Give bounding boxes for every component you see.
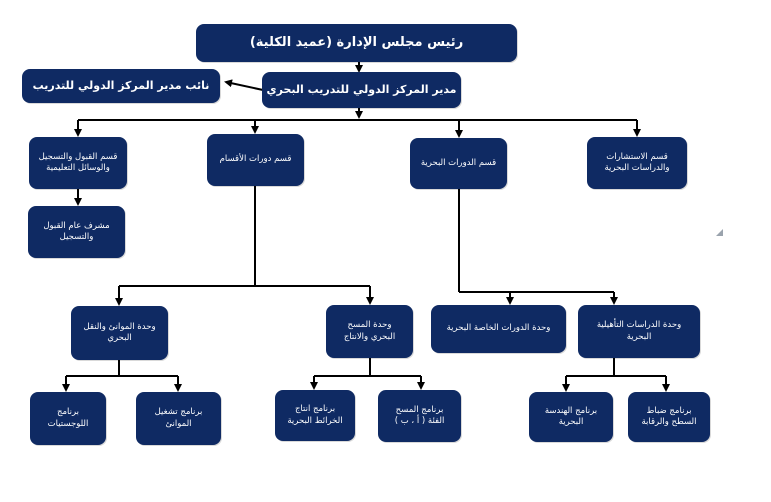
ports-transport-unit-label: وحدة الموانئ والنقل البحري (83, 321, 156, 343)
marine-engineering-program-box: برنامج الهندسة البحرية (529, 392, 613, 442)
maritime-courses-dept-box: قسم الدورات البحرية (410, 138, 507, 189)
survey-program-label: برنامج المسح الفئة ( أ ، ب ) (394, 404, 445, 426)
director-label: مدير المركز الدولي للتدريب البحري (266, 82, 457, 96)
consulting-dept-label: قسم الاستشارات والدراسات البحرية (604, 151, 670, 173)
logistics-program-box: برنامج اللوجستيات (30, 392, 106, 445)
port-operation-program-box: برنامج تشغيل الموانئ (136, 392, 221, 445)
survey-program-box: برنامج المسح الفئة ( أ ، ب ) (378, 390, 461, 442)
special-courses-unit-box: وحدة الدورات الخاصة البحرية (431, 305, 566, 353)
dept-courses-label: قسم دورات الأقسام (219, 154, 292, 165)
special-courses-unit-label: وحدة الدورات الخاصة البحرية (446, 323, 551, 334)
charts-program-label: برنامج انتاج الخرائط البحرية (287, 404, 343, 426)
deputy-box: نائب مدير المركز الدولي للتدريب (22, 69, 220, 103)
survey-production-unit-label: وحدة المسح البحري والانتاج (343, 320, 396, 342)
cursor-triangle-icon (716, 229, 723, 236)
director-box: مدير المركز الدولي للتدريب البحري (262, 72, 461, 108)
registration-dept-box: قسم القبول والتسجيل والوسائل التعليمية (29, 137, 127, 189)
port-operation-program-label: برنامج تشغيل الموانئ (154, 407, 203, 429)
ports-transport-unit-box: وحدة الموانئ والنقل البحري (71, 306, 168, 360)
survey-production-unit-box: وحدة المسح البحري والانتاج (326, 305, 413, 358)
consulting-dept-box: قسم الاستشارات والدراسات البحرية (587, 137, 687, 189)
arrow-director-deputy (224, 79, 264, 91)
dean-label: رئيس مجلس الإدارة (عميد الكلية) (249, 35, 464, 51)
qualifying-studies-unit-box: وحدة الدراسات التأهيلية البحرية (578, 305, 700, 358)
registration-supervisor-box: مشرف عام القبول والتسجيل (28, 206, 125, 258)
charts-program-box: برنامج انتاج الخرائط البحرية (275, 390, 355, 441)
marine-engineering-program-label: برنامج الهندسة البحرية (544, 405, 598, 427)
dept-courses-box: قسم دورات الأقسام (207, 134, 304, 186)
logistics-program-label: برنامج اللوجستيات (47, 407, 89, 429)
qualifying-studies-unit-label: وحدة الدراسات التأهيلية البحرية (596, 320, 682, 342)
deck-officers-program-box: برنامج ضباط السطح والرقابة (628, 392, 710, 442)
registration-dept-label: قسم القبول والتسجيل والوسائل التعليمية (38, 151, 118, 173)
dean-box: رئيس مجلس الإدارة (عميد الكلية) (196, 24, 517, 62)
registration-supervisor-label: مشرف عام القبول والتسجيل (43, 220, 110, 242)
maritime-courses-dept-label: قسم الدورات البحرية (420, 157, 497, 168)
deck-officers-program-label: برنامج ضباط السطح والرقابة (641, 405, 697, 427)
deputy-label: نائب مدير المركز الدولي للتدريب (32, 78, 210, 92)
